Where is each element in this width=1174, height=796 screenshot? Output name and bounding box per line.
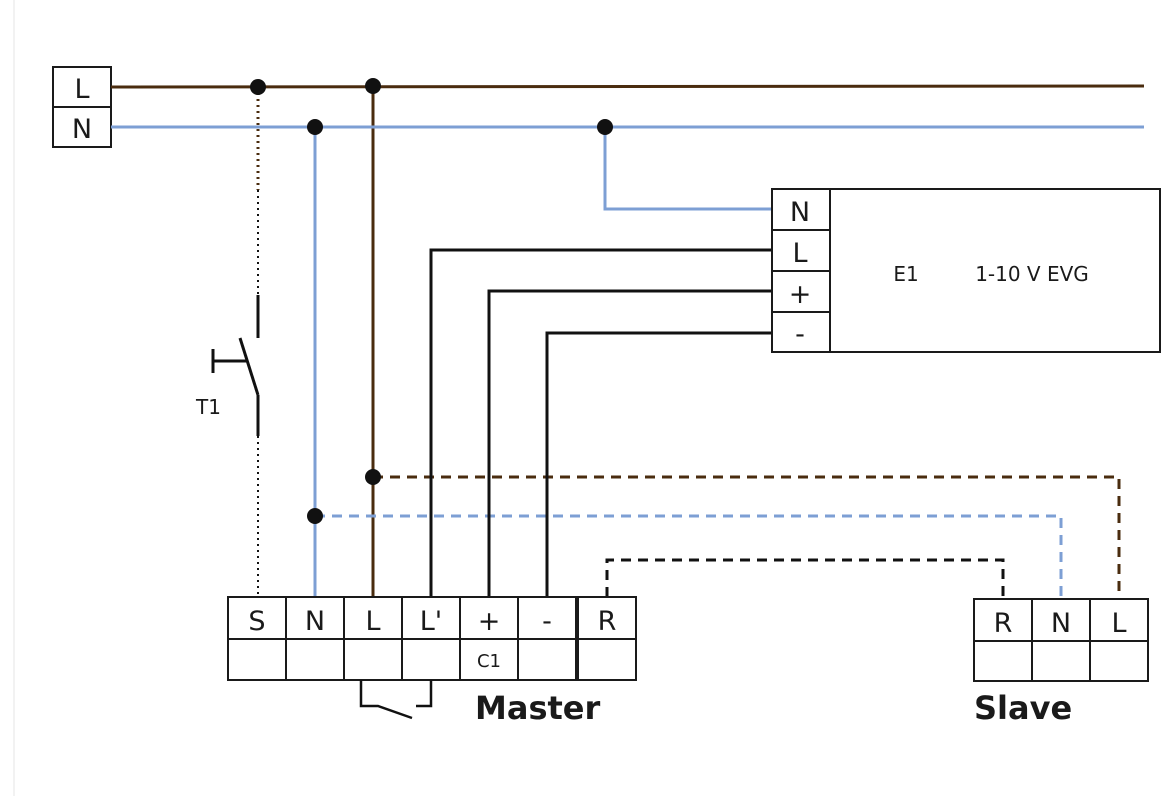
junctions [250,78,613,524]
master-terminal [459,596,519,640]
slave-module: R N L Slave [973,598,1149,727]
master-terminal [517,596,577,640]
relay-contact-symbol [359,680,413,720]
master-cell [517,638,577,681]
master-cell [227,638,287,681]
device-name: 1-10 V EVG [975,262,1089,286]
slave-cell [1089,640,1149,682]
slave-cell [973,640,1033,682]
master-terminal [285,596,345,640]
device-terminal-label: N [790,197,810,228]
master-terminal-label: N [305,606,325,637]
phase-bus-line [110,84,1145,89]
phase-link-to-slave [373,475,1121,599]
device-body [829,188,1161,353]
master-terminal [343,596,403,640]
push-button-t1: T1 [195,295,260,597]
master-cell [401,638,461,681]
supply-phase-label: L [74,74,89,105]
master-terminal-label: L' [420,606,442,637]
minus-control-wire [545,331,772,597]
device-terminal-label: - [795,319,805,350]
junction-dot [365,469,381,485]
neutral-to-device [603,127,772,211]
plus-control-wire [487,289,772,597]
master-terminal-label: R [598,606,617,637]
slave-cell [1031,640,1091,682]
master-terminal-label: S [248,606,265,637]
device-terminal [771,229,831,272]
device-e1: N L + - E1 1-10 V EVG [771,188,1161,353]
junction-dot [597,119,613,135]
master-terminal [577,596,637,640]
device-terminal [771,270,831,313]
master-title: Master [475,689,600,727]
supply-terminal-block: L N [52,66,112,148]
master-terminal [227,596,287,640]
junction-dot [250,79,266,95]
junction-dot [365,78,381,94]
master-module: S N L L' + - R C1 Master [227,596,637,727]
junction-dot [307,508,323,524]
device-terminal [771,311,831,353]
junction-dot [307,119,323,135]
neutral-link-to-slave [315,514,1063,599]
master-terminal-label: - [542,606,552,637]
device-terminal [771,188,831,231]
device-terminal-label: + [789,279,812,310]
supply-terminal-n [52,106,112,148]
control-wiring [429,248,1005,599]
relay-contact-return [416,680,433,708]
switch-blade [238,337,260,396]
slave-terminal [1089,598,1149,642]
slave-title: Slave [974,689,1072,727]
master-terminal [401,596,461,640]
switched-phase-wire [429,248,772,597]
slave-terminal-label: N [1051,608,1071,639]
r-link-to-slave [605,558,1005,599]
device-id: E1 [893,262,918,286]
slave-terminal-label: L [1111,608,1126,639]
switch-label: T1 [195,395,221,419]
slave-terminal [973,598,1033,642]
master-terminal-label: + [478,606,501,637]
master-cell [343,638,403,681]
device-terminal-label: L [792,238,807,269]
phase-wiring [110,84,1145,599]
slave-terminal-label: R [994,608,1013,639]
master-cell [577,638,637,681]
supply-neutral-label: N [72,114,92,145]
master-cell [285,638,345,681]
master-c1-label: C1 [477,651,501,672]
master-terminal-label: L [365,606,380,637]
